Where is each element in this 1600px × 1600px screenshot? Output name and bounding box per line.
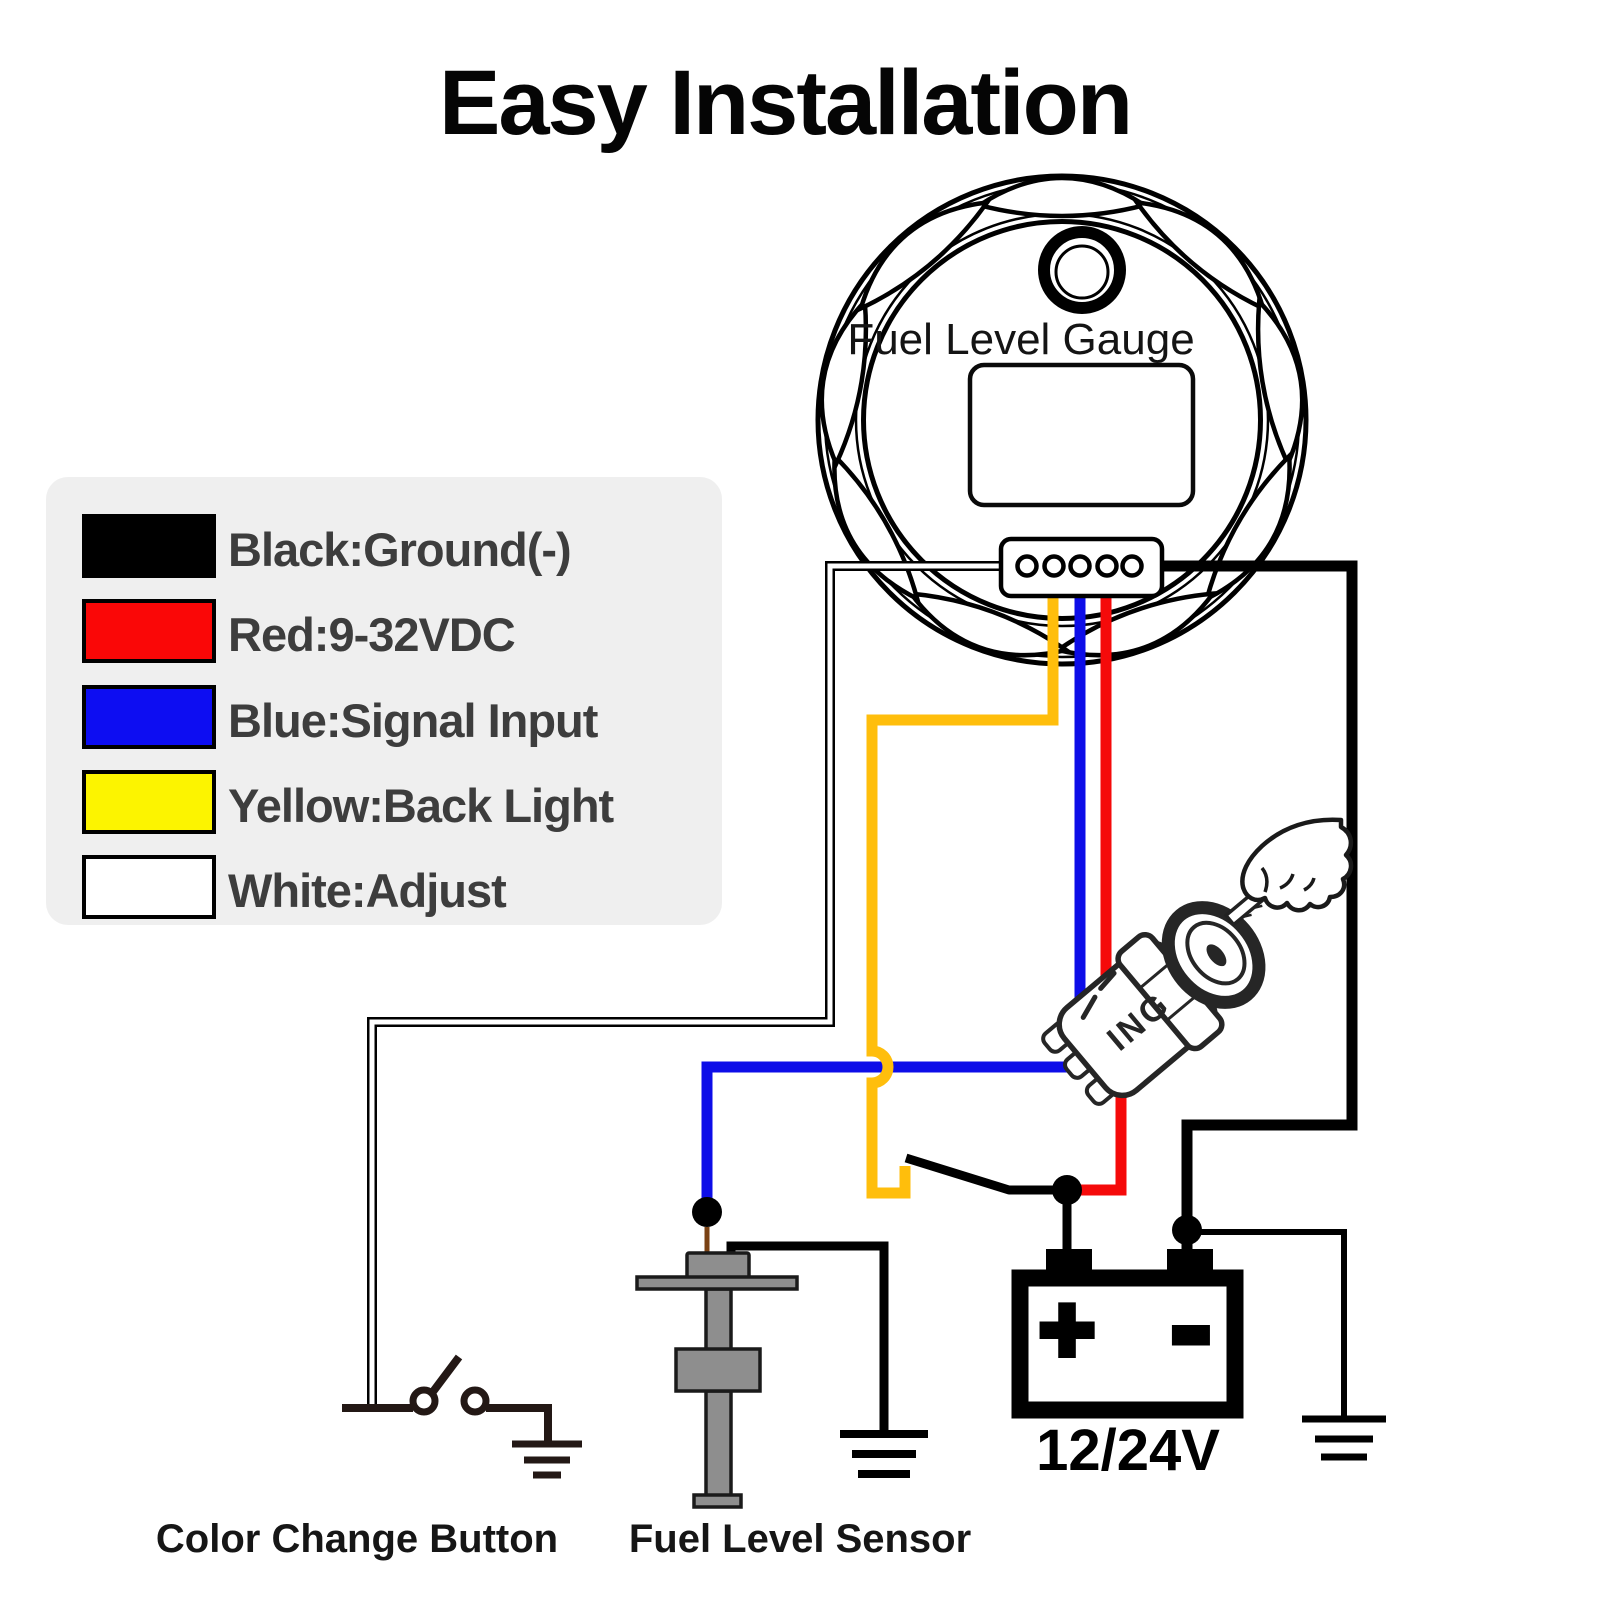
caption-color-change-button: Color Change Button bbox=[156, 1517, 558, 1561]
wire-color-legend: Black:Ground(-) Red:9-32VDC Blue:Signal … bbox=[46, 477, 722, 925]
legend-label-red: Red:9-32VDC bbox=[228, 608, 515, 661]
sensor-mounting-flange bbox=[635, 1275, 799, 1291]
black-ground-wire bbox=[1133, 560, 1358, 1250]
ground-symbol-battery bbox=[1302, 1415, 1386, 1461]
white-adjust-wire bbox=[369, 563, 1027, 1406]
battery-positive-junction-dot bbox=[1052, 1175, 1082, 1205]
ignition-switch: ING bbox=[1041, 817, 1354, 1106]
connector-pin-black bbox=[1120, 554, 1144, 578]
fuel-level-sensor bbox=[635, 1197, 799, 1509]
hand-finger-creases bbox=[1260, 866, 1316, 893]
gauge-mount-hole-inner bbox=[1054, 244, 1110, 300]
battery-terminal-positive bbox=[1046, 1249, 1092, 1271]
connector-pin-blue bbox=[1068, 554, 1092, 578]
fuel-level-gauge: Fuel Level Gauge bbox=[809, 173, 1314, 676]
caption-fuel-level-sensor: Fuel Level Sensor bbox=[629, 1517, 971, 1561]
legend-label-black: Black:Ground(-) bbox=[228, 523, 571, 576]
sensor-shaft-upper bbox=[704, 1287, 733, 1355]
legend-swatch-red bbox=[82, 599, 216, 663]
button-pivot-contact bbox=[409, 1386, 439, 1416]
yellow-backlight-wire bbox=[866, 566, 1059, 1199]
connector-pin-white bbox=[1015, 554, 1039, 578]
battery-body bbox=[1011, 1269, 1244, 1419]
red-power-wire-lower bbox=[1074, 1058, 1127, 1196]
button-fixed-contact bbox=[460, 1386, 490, 1416]
gauge-connector bbox=[998, 536, 1165, 599]
gauge-label: Fuel Level Gauge bbox=[847, 315, 1194, 364]
hand-outline bbox=[1240, 817, 1354, 913]
page-title: Easy Installation bbox=[439, 52, 1131, 154]
gauge-display-window bbox=[967, 362, 1196, 508]
battery-plus-symbol: + bbox=[1039, 1276, 1095, 1383]
battery-negative-junction-dot bbox=[1172, 1215, 1202, 1245]
legend-label-white: White:Adjust bbox=[228, 864, 507, 917]
battery-voltage-label: 12/24V bbox=[1036, 1418, 1220, 1483]
sensor-shaft-lower bbox=[704, 1389, 733, 1499]
hand-turning-key bbox=[1240, 817, 1354, 913]
backlight-switch-lever bbox=[904, 1153, 1054, 1195]
legend-swatch-black bbox=[82, 514, 216, 578]
legend-swatch-yellow bbox=[82, 770, 216, 834]
battery-ground-wire bbox=[1189, 1229, 1347, 1416]
sensor-bottom-cap bbox=[692, 1493, 743, 1509]
sensor-top-fitting bbox=[685, 1251, 751, 1281]
battery: + - 12/24V bbox=[1011, 1175, 1244, 1483]
battery-minus-symbol: - bbox=[1169, 1251, 1212, 1397]
connector-pin-yellow bbox=[1042, 554, 1066, 578]
ground-symbol-sensor bbox=[840, 1430, 928, 1478]
sensor-float bbox=[674, 1347, 762, 1393]
button-right-lead bbox=[486, 1404, 552, 1441]
sensor-signal-junction-dot bbox=[692, 1197, 722, 1227]
legend-swatch-white bbox=[82, 855, 216, 919]
battery-terminal-negative bbox=[1167, 1249, 1213, 1271]
legend-label-blue: Blue:Signal Input bbox=[228, 694, 599, 747]
key-teeth bbox=[1242, 904, 1263, 919]
color-change-button bbox=[342, 1354, 552, 1441]
legend-swatch-blue bbox=[82, 685, 216, 749]
ignition-keyhole bbox=[1206, 944, 1227, 967]
connector-pin-red bbox=[1095, 554, 1119, 578]
legend-label-yellow: Yellow:Back Light bbox=[228, 779, 615, 832]
ground-symbol-button bbox=[512, 1440, 582, 1479]
button-lever bbox=[428, 1354, 463, 1396]
